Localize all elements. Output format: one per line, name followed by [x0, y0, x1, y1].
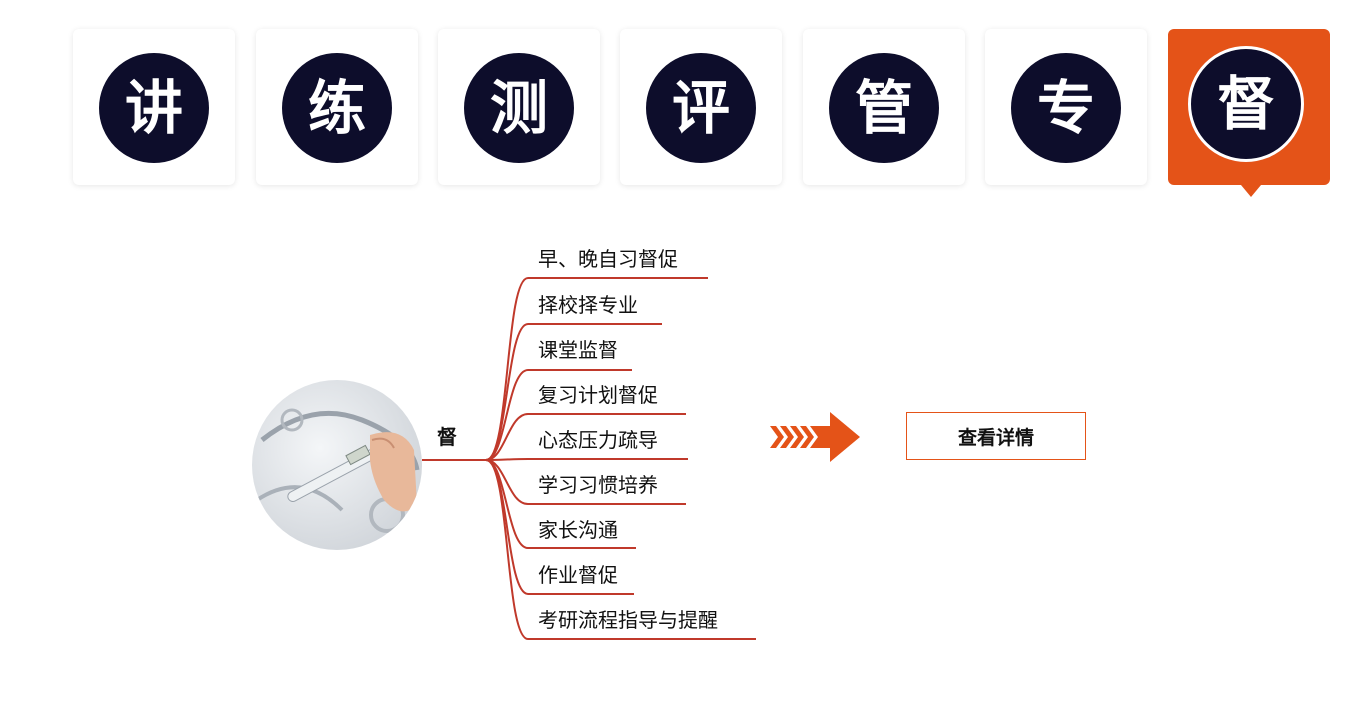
tab-icon-circle: 督: [1188, 46, 1304, 162]
tab-icon-circle: 测: [464, 53, 574, 163]
view-details-button[interactable]: 查看详情: [906, 412, 1086, 460]
tab-icon-circle: 专: [1011, 53, 1121, 163]
tab-icon-circle: 管: [829, 53, 939, 163]
tab-label: 讲: [124, 74, 183, 142]
branch-item: 课堂监督: [538, 338, 618, 362]
mindmap-root-label: 督: [437, 425, 457, 449]
tab-du-active[interactable]: 督: [1168, 29, 1330, 197]
tab-label: 专: [1036, 74, 1095, 142]
tab-guan[interactable]: 管: [803, 29, 965, 185]
branch-item: 家长沟通: [538, 518, 618, 542]
tab-ce[interactable]: 测: [438, 29, 600, 185]
tab-jiang[interactable]: 讲: [73, 29, 235, 185]
branch-item: 复习计划督促: [538, 383, 658, 407]
active-tab-caret: [1241, 185, 1261, 197]
tab-zhuan[interactable]: 专: [985, 29, 1147, 185]
category-tabs: 讲 练 测 评 管 专 督: [0, 0, 1358, 210]
tab-ping[interactable]: 评: [620, 29, 782, 185]
tab-label: 评: [671, 74, 730, 142]
tab-label: 督: [1216, 70, 1275, 138]
tab-label: 练: [307, 74, 366, 142]
branch-item: 学习习惯培养: [538, 473, 658, 497]
tab-lian[interactable]: 练: [256, 29, 418, 185]
tab-label: 管: [854, 74, 913, 142]
branch-item: 考研流程指导与提醒: [538, 608, 718, 632]
branch-item: 作业督促: [538, 563, 618, 587]
arrow-right-icon: [770, 412, 860, 462]
branch-item: 心态压力疏导: [538, 428, 658, 452]
tab-icon-circle: 评: [646, 53, 756, 163]
thermometer-photo: [252, 380, 422, 550]
tab-icon-circle: 练: [282, 53, 392, 163]
tab-label: 测: [489, 74, 548, 142]
branch-item: 早、晚自习督促: [538, 247, 678, 271]
branch-item: 择校择专业: [538, 293, 638, 317]
tab-icon-circle: 讲: [99, 53, 209, 163]
